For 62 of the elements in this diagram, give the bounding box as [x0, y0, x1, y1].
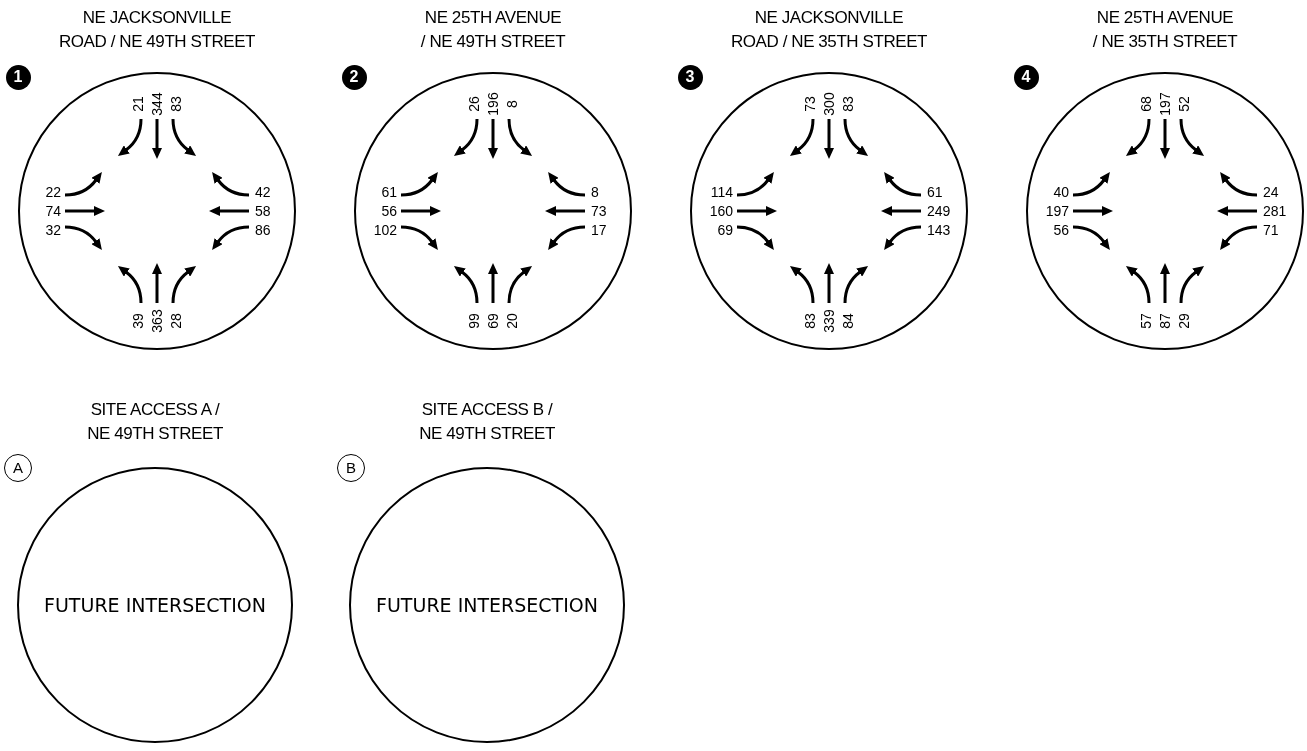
volume-number: 83 — [169, 96, 183, 112]
intersection-heading: NE 25TH AVENUE / NE 49TH STREET — [419, 7, 567, 53]
volume-number: 61 — [381, 185, 397, 199]
volume-number: 40 — [1053, 185, 1069, 199]
number-badge: B — [337, 454, 365, 482]
circle-label: FUTURE INTERSECTION — [43, 595, 267, 615]
volume-number: 160 — [709, 204, 733, 218]
intersection-heading: NE 25TH AVENUE / NE 35TH STREET — [1091, 7, 1239, 53]
volume-number: 21 — [131, 96, 145, 112]
intersection-heading: NE JACKSONVILLE ROAD / NE 49TH STREET — [57, 7, 257, 53]
volume-number: 339 — [822, 309, 836, 333]
circle-label: FUTURE INTERSECTION — [375, 595, 599, 615]
volume-number: 197 — [1158, 92, 1172, 116]
volume-number: 86 — [255, 223, 271, 237]
volume-number: 114 — [710, 185, 733, 199]
volume-number: 143 — [927, 223, 951, 237]
volume-number: 26 — [467, 96, 481, 112]
volume-number: 58 — [255, 204, 271, 218]
volume-number: 52 — [1177, 96, 1191, 112]
volume-number: 8 — [505, 100, 519, 108]
volume-number: 73 — [591, 204, 607, 218]
volume-number: 8 — [591, 185, 599, 199]
volume-number: 29 — [1177, 313, 1191, 329]
number-badge: A — [4, 454, 32, 482]
volume-number: 87 — [1158, 313, 1172, 329]
volume-number: 56 — [381, 204, 397, 218]
number-badge: 1 — [5, 64, 31, 90]
intersection-heading: SITE ACCESS A / NE 49TH STREET — [86, 399, 224, 445]
volume-number: 102 — [373, 223, 397, 237]
volume-number: 39 — [131, 313, 145, 329]
volume-number: 20 — [505, 313, 519, 329]
number-badge: 4 — [1013, 64, 1039, 90]
volume-number: 363 — [150, 309, 164, 333]
number-badge: 3 — [677, 64, 703, 90]
volume-number: 344 — [150, 92, 164, 116]
volume-number: 17 — [591, 223, 607, 237]
volume-number: 22 — [45, 185, 61, 199]
volume-number: 300 — [822, 92, 836, 116]
intersection-heading: NE JACKSONVILLE ROAD / NE 35TH STREET — [729, 7, 929, 53]
volume-number: 83 — [841, 96, 855, 112]
volume-number: 32 — [45, 223, 61, 237]
volume-number: 24 — [1263, 185, 1279, 199]
volume-number: 83 — [803, 313, 817, 329]
volume-number: 57 — [1139, 313, 1153, 329]
volume-number: 71 — [1263, 223, 1279, 237]
number-badge: 2 — [341, 64, 367, 90]
volume-number: 281 — [1263, 204, 1287, 218]
volume-number: 69 — [486, 313, 500, 329]
volume-number: 28 — [169, 313, 183, 329]
volume-number: 249 — [927, 204, 951, 218]
volume-number: 73 — [803, 96, 817, 112]
volume-number: 69 — [717, 223, 733, 237]
volume-number: 68 — [1139, 96, 1153, 112]
volume-number: 61 — [927, 185, 943, 199]
volume-number: 42 — [255, 185, 271, 199]
volume-number: 99 — [467, 313, 481, 329]
volume-number: 197 — [1045, 204, 1069, 218]
volume-number: 84 — [841, 313, 855, 329]
volume-number: 56 — [1053, 223, 1069, 237]
volume-number: 74 — [45, 204, 61, 218]
intersection-heading: SITE ACCESS B / NE 49TH STREET — [418, 399, 556, 445]
volume-number: 196 — [486, 92, 500, 116]
